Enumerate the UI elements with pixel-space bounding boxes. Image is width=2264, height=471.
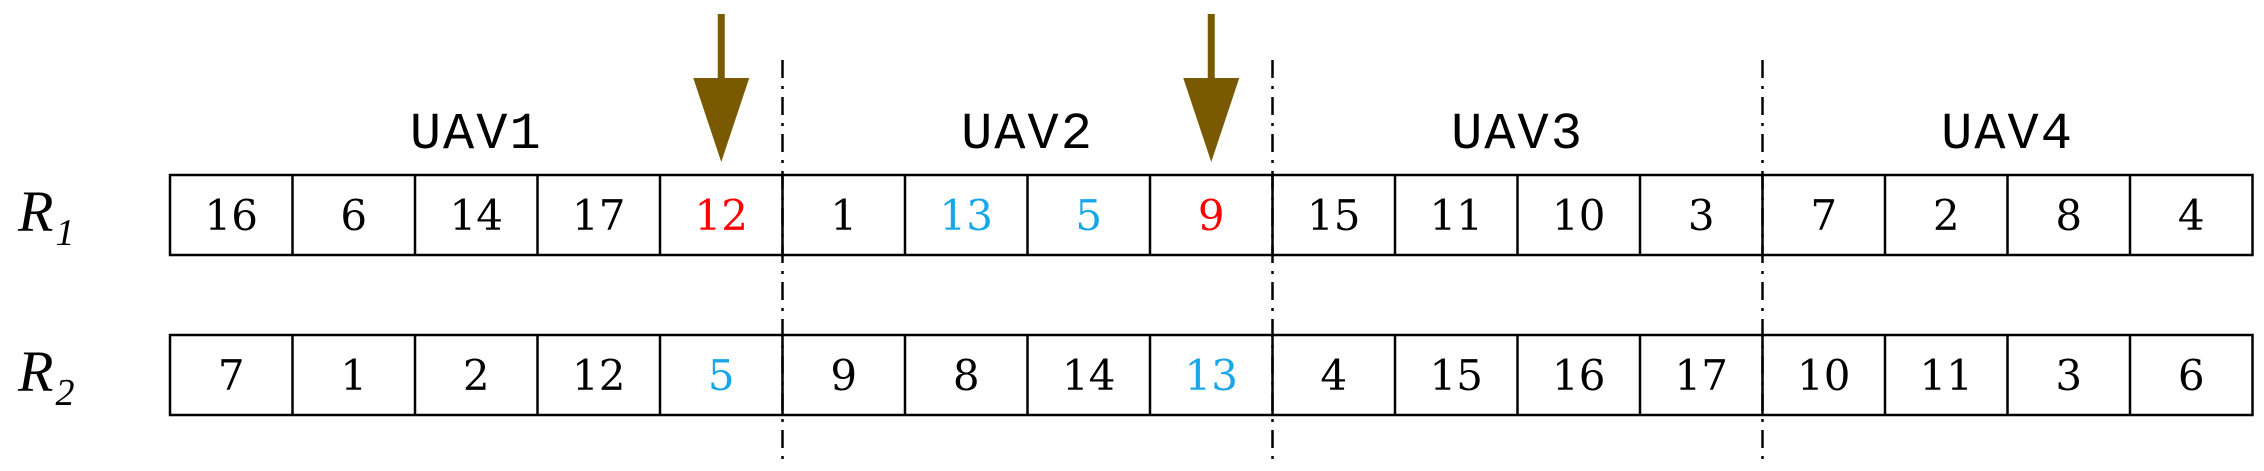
- row-label-subscript: 2: [55, 372, 74, 414]
- uav-group-label: UAV2: [961, 105, 1094, 164]
- gene-cell: 16: [205, 191, 258, 240]
- gene-value: 7: [218, 351, 245, 400]
- gene-value: 16: [205, 191, 258, 240]
- row-label-main: R: [17, 179, 53, 244]
- gene-value: 11: [1430, 191, 1483, 240]
- gene-cell: 14: [413, 175, 503, 255]
- gene-cell: 11: [1883, 335, 1973, 415]
- gene-value: 3: [2055, 351, 2082, 400]
- crossover-arrow-icon: [693, 14, 750, 162]
- crossover-arrow-icon: [1183, 14, 1240, 162]
- gene-cell: 8: [2006, 175, 2082, 255]
- gene-cell: 9: [1148, 175, 1225, 255]
- gene-cell: 12: [536, 335, 625, 415]
- gene-cell: 7: [1761, 175, 1837, 255]
- gene-value: 6: [340, 191, 367, 240]
- gene-cell: 6: [2128, 335, 2205, 415]
- gene-value: 15: [1307, 191, 1360, 240]
- row-label: R2: [17, 339, 74, 414]
- gene-cell: 7: [218, 351, 245, 400]
- uav-group-label: UAV3: [1451, 105, 1584, 164]
- row-label: R1: [17, 179, 74, 254]
- gene-cell: 15: [1393, 335, 1483, 415]
- gene-cell: 13: [1148, 335, 1238, 415]
- gene-cell: 9: [781, 335, 857, 415]
- gene-value: 2: [1933, 191, 1960, 240]
- gene-cell: 17: [1638, 335, 1728, 415]
- gene-value: 13: [1185, 351, 1238, 400]
- gene-cell: 3: [2006, 335, 2082, 415]
- gene-value: 14: [450, 191, 503, 240]
- gene-cell: 16: [1516, 335, 1605, 415]
- gene-cell: 17: [536, 175, 625, 255]
- gene-value: 8: [2055, 191, 2082, 240]
- gene-cell: 5: [1026, 175, 1102, 255]
- gene-value: 1: [830, 191, 857, 240]
- gene-value: 4: [2178, 191, 2205, 240]
- gene-cell: 13: [903, 175, 993, 255]
- crossover-arrows: [693, 14, 1240, 162]
- gene-cell: 1: [781, 175, 857, 255]
- gene-value: 7: [1810, 191, 1837, 240]
- gene-cell: 2: [413, 335, 490, 415]
- gene-cell: 10: [1516, 175, 1605, 255]
- gene-cell: 8: [903, 335, 980, 415]
- gene-value: 13: [940, 191, 993, 240]
- gene-value: 10: [1797, 351, 1850, 400]
- gene-value: 17: [572, 191, 625, 240]
- gene-value: 8: [953, 351, 980, 400]
- gene-value: 1: [340, 351, 367, 400]
- gene-cell: 2: [1883, 175, 1960, 255]
- row-label-main: R: [17, 339, 53, 404]
- gene-value: 5: [708, 351, 735, 400]
- gene-cell: 10: [1761, 335, 1850, 415]
- gene-value: 9: [1198, 191, 1225, 240]
- gene-value: 6: [2178, 351, 2205, 400]
- gene-value: 2: [463, 351, 490, 400]
- gene-value: 3: [1688, 191, 1715, 240]
- gene-cell: 4: [2128, 175, 2205, 255]
- gene-value: 14: [1062, 351, 1115, 400]
- gene-value: 12: [572, 351, 625, 400]
- gene-cell: 5: [658, 335, 735, 415]
- gene-value: 16: [1552, 351, 1605, 400]
- uav-group-labels: UAV1 UAV2 UAV3 UAV4: [410, 105, 2074, 164]
- gene-value: 4: [1320, 351, 1347, 400]
- gene-cell: 15: [1271, 175, 1360, 255]
- row-label-subscript: 1: [55, 212, 74, 254]
- gene-value: 17: [1675, 351, 1728, 400]
- gene-cell: 3: [1638, 175, 1715, 255]
- gene-cell: 14: [1026, 335, 1115, 415]
- gene-value: 15: [1430, 351, 1483, 400]
- gene-cell: 11: [1393, 175, 1483, 255]
- gene-value: 9: [830, 351, 857, 400]
- uav-group-label: UAV1: [410, 105, 543, 164]
- gene-cell: 6: [291, 175, 367, 255]
- gene-value: 10: [1552, 191, 1605, 240]
- gene-value: 11: [1920, 351, 1973, 400]
- gene-value: 5: [1075, 191, 1102, 240]
- gene-cell: 4: [1271, 335, 1347, 415]
- gene-cell: 12: [658, 175, 748, 255]
- row-frame: [168, 173, 2254, 257]
- uav-group-label: UAV4: [1941, 105, 2074, 164]
- gene-cell: 1: [291, 335, 367, 415]
- row-frame: [168, 333, 2254, 417]
- gene-value: 12: [695, 191, 748, 240]
